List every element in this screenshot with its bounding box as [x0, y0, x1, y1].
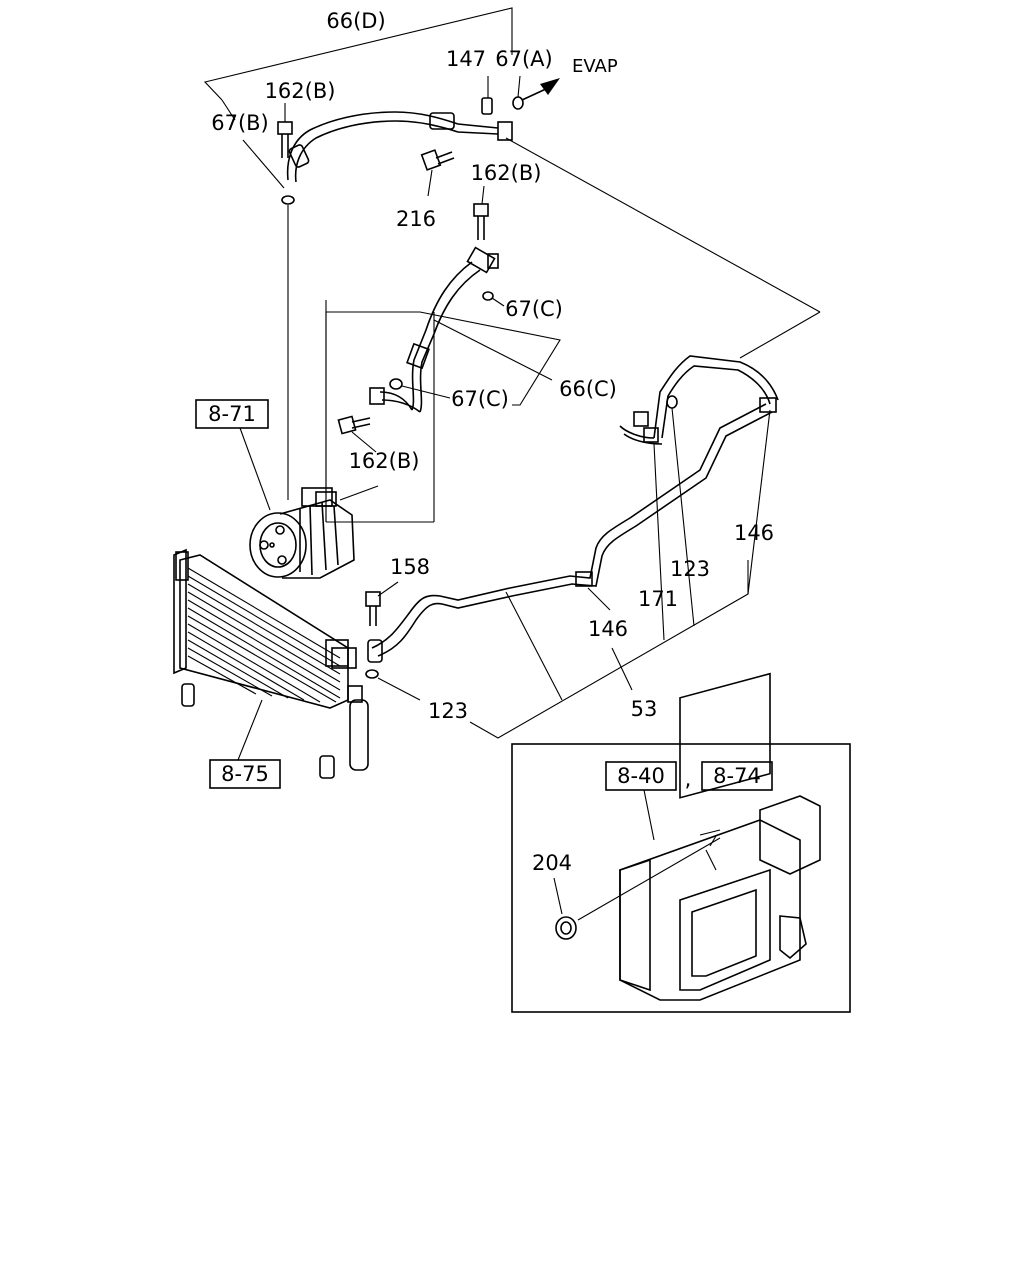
callout-171: 171 [638, 587, 678, 611]
ref-separator: , [685, 767, 692, 791]
nut-204 [553, 837, 721, 940]
callout-53: 53 [631, 697, 658, 721]
callout-162b-top: 162(B) [265, 79, 336, 103]
group-66d-bracket [203, 7, 513, 121]
callout-146-mid: 146 [588, 617, 628, 641]
callout-66d: 66(D) [326, 9, 385, 33]
ref-box-8-40: 8-40 [605, 761, 677, 841]
o-ring-67c-upper [482, 291, 505, 307]
ref-box-8-75: 8-75 [209, 699, 281, 789]
liquid-pipe [367, 397, 777, 663]
ref-8-74-label: 8-74 [713, 764, 761, 788]
evap-arrow-icon [521, 78, 560, 101]
bolt-162b-low [337, 415, 377, 453]
ref-box-8-71: 8-71 [195, 399, 271, 511]
compressor [249, 485, 379, 579]
callout-67b: 67(B) [211, 111, 269, 135]
bolt-162b-mid [473, 185, 489, 240]
callout-67c-lower: 67(C) [451, 387, 509, 411]
bolt-162b-top [277, 103, 293, 158]
label-evap: EVAP [572, 56, 618, 77]
hose-66d [286, 111, 513, 183]
callout-204: 204 [532, 851, 572, 875]
o-ring-123-left [365, 669, 421, 701]
ref-8-71-label: 8-71 [208, 402, 256, 426]
callout-67a: 67(A) [495, 47, 552, 71]
callout-162b-low: 162(B) [349, 449, 420, 473]
o-ring-67c-lower [389, 378, 451, 399]
callout-216: 216 [396, 207, 436, 231]
fitting-147 [481, 76, 493, 115]
ref-8-75-label: 8-75 [221, 762, 269, 786]
ref-box-8-74: 8-74 [701, 761, 773, 791]
o-ring-67b [242, 139, 295, 205]
group-66c-bracket [325, 300, 561, 523]
callout-123-right: 123 [670, 557, 710, 581]
hose-66c [369, 246, 499, 413]
o-ring-67a [512, 75, 524, 110]
evaporator-unit [619, 672, 821, 1001]
callout-162b-mid: 162(B) [471, 161, 542, 185]
bolt-158 [365, 581, 399, 626]
callout-123-left: 123 [428, 699, 468, 723]
inset-box [511, 743, 851, 1013]
callout-67c-upper: 67(C) [505, 297, 563, 321]
condenser [173, 548, 369, 779]
condenser-fins [187, 567, 341, 703]
upper-right-pipe [619, 355, 779, 445]
ref-8-40-label: 8-40 [617, 764, 665, 788]
bolt-216 [420, 149, 455, 197]
callout-146-right: 146 [734, 521, 774, 545]
callout-158: 158 [390, 555, 430, 579]
callout-66c: 66(C) [559, 377, 617, 401]
callout-147: 147 [446, 47, 486, 71]
